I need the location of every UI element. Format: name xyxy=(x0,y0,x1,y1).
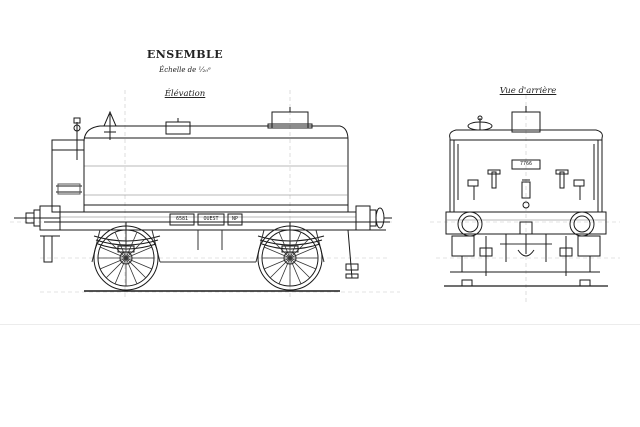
rear-plate-frame xyxy=(511,159,541,170)
top-box xyxy=(165,121,191,135)
elevation-view xyxy=(10,90,400,300)
drawing-title: ENSEMBLE xyxy=(146,48,224,61)
plate-owner-frame xyxy=(197,213,225,226)
plate-small-frame xyxy=(227,213,243,226)
rear-view xyxy=(430,95,620,305)
plate-small: NP xyxy=(231,216,239,222)
rear-view-label: Vue d'arrière xyxy=(499,86,557,96)
plate-owner: OUEST xyxy=(203,216,219,222)
rear-running-gear xyxy=(450,234,601,276)
page-fold xyxy=(0,324,640,325)
wheel-rear xyxy=(257,225,323,291)
front-bunker xyxy=(51,139,85,213)
elevation-label: Élévation xyxy=(164,89,206,99)
wheel-front xyxy=(93,225,159,291)
rear-buffers xyxy=(355,205,392,231)
tender-tank xyxy=(83,125,349,213)
drawing-scale: Échelle de ¹⁄₂₀ᵉ xyxy=(159,66,211,74)
rear-plate: 7766 xyxy=(519,161,533,167)
rear-tank xyxy=(449,129,603,213)
front-buffers xyxy=(14,205,61,237)
rear-filler xyxy=(511,111,541,133)
rear-fittings xyxy=(467,169,585,209)
plate-number-frame xyxy=(169,213,195,226)
plate-number: 6581 xyxy=(175,216,189,222)
